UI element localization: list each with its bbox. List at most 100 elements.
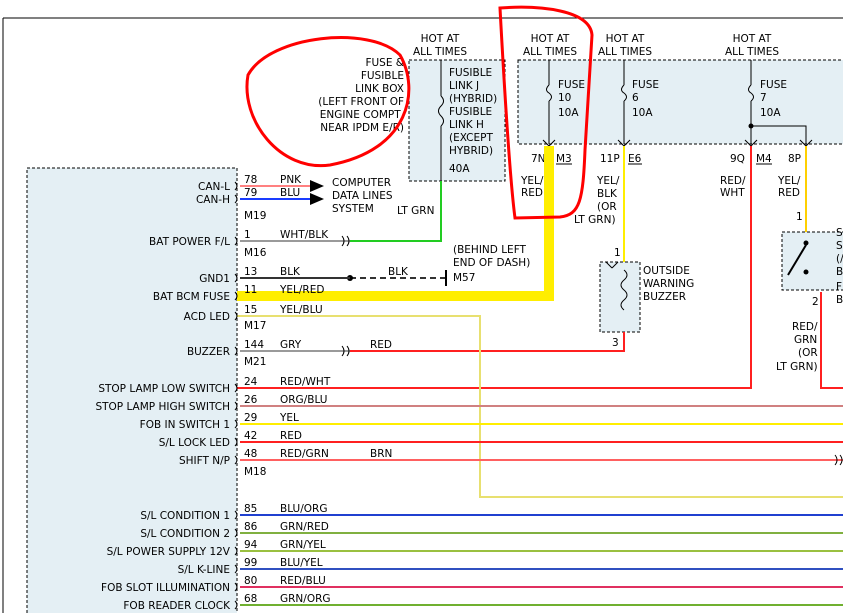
row-pin: 26 — [244, 394, 258, 406]
pin-chevron-icon — [234, 273, 238, 283]
hot-label-2a: HOT AT — [531, 33, 570, 45]
fuse-box-line-6: NEAR IPDM E/R) — [320, 122, 404, 134]
row-label: FOB IN SWITCH 1 — [140, 419, 230, 431]
row-wire2-label: BRN — [370, 448, 392, 460]
switch-letter-2: S — [836, 240, 843, 252]
switch-pin-top: 1 — [796, 211, 803, 223]
row-wire-label: YEL/BLU — [279, 304, 323, 316]
fusible-link-box — [408, 59, 506, 182]
row-wire-label: PNK — [280, 174, 302, 186]
row-label: S/L POWER SUPPLY 12V — [107, 546, 231, 558]
right-switch-box — [781, 231, 843, 291]
row-pin: 85 — [244, 503, 257, 515]
wire-break-icon — [341, 235, 350, 247]
wire-label-yel-blk-2: BLK — [597, 188, 618, 200]
pin-chevron-icon — [234, 311, 238, 321]
switch-letter-5: F — [836, 281, 842, 293]
behind-dash-1: (BEHIND LEFT — [453, 244, 527, 256]
row-pin: 68 — [244, 593, 257, 605]
can-l-arrow-icon — [310, 180, 324, 192]
row-label: BAT BCM FUSE — [153, 291, 230, 303]
row-wire-label: BLU/YEL — [280, 557, 323, 569]
pin-chevron-icon — [234, 600, 238, 610]
fuse7-icon — [748, 84, 754, 102]
wire-break-icon — [341, 345, 350, 357]
behind-dash-3: M57 — [453, 272, 475, 284]
pin-chevron-icon — [234, 546, 238, 556]
row-pin: 79 — [244, 187, 257, 199]
row-label: S/L LOCK LED — [159, 437, 230, 449]
connector-m19: M19 — [244, 210, 266, 222]
bcm-module-box — [26, 167, 238, 613]
row-wire2-label: RED — [370, 339, 392, 351]
row-pin: 24 — [244, 376, 258, 388]
fuse-box-line-4: (LEFT FRONT OF — [318, 96, 404, 108]
buzzer-pin1-icon — [605, 261, 619, 269]
annotation-circle-fuse-box — [245, 36, 411, 168]
pin-7n: 7N — [531, 153, 546, 165]
switch-letter-4: B — [836, 266, 843, 278]
buzzer-pin-bottom: 3 — [612, 337, 619, 349]
connector-m18: M18 — [244, 466, 266, 478]
fuse6-number: 6 — [632, 92, 639, 104]
fusible-link-text-5: LINK H — [449, 119, 484, 131]
row-label: STOP LAMP HIGH SWITCH — [95, 401, 230, 413]
switch-letter-3: (/ — [836, 253, 843, 265]
computer-data-line-2: DATA LINES — [332, 190, 393, 202]
row-wire2-label: BLK — [388, 266, 409, 278]
pin-chevron-icon — [234, 419, 238, 429]
hot-label-1b: ALL TIMES — [413, 46, 467, 58]
row-wire-label: RED — [280, 430, 302, 442]
row-label: CAN-L — [198, 181, 230, 193]
buzzer-label-2: WARNING — [643, 278, 694, 290]
wire-label-yel-blk-3: (OR — [597, 201, 617, 213]
hot-label-4b: ALL TIMES — [725, 46, 779, 58]
pin-chevron-icon — [234, 582, 238, 592]
row-pin: 86 — [244, 521, 258, 533]
row-wire-label: RED/BLU — [280, 575, 326, 587]
wire-label-yel-blk-1: YEL/ — [596, 175, 620, 187]
buzzer-pin-top: 1 — [614, 247, 621, 259]
buzzer-label-3: BUZZER — [643, 291, 686, 303]
fusible-link-text-7: HYBRID) — [449, 145, 493, 157]
switch-letter-6: B — [836, 294, 843, 306]
wire-label-yel-red-2: RED — [521, 187, 543, 199]
row-wire-label: GRN/YEL — [280, 539, 326, 551]
buzzer-label-1: OUTSIDE — [643, 265, 690, 277]
row-label: BUZZER — [187, 346, 230, 358]
row-wire-label: YEL — [279, 412, 299, 424]
row-pin: 78 — [244, 174, 257, 186]
row-wire-label: RED/GRN — [280, 448, 329, 460]
fuse-box-line-3: LINK BOX — [355, 83, 404, 95]
row-pin: 11 — [244, 284, 257, 296]
wire-label-red-wht-1: RED/ — [720, 175, 746, 187]
row-pin: 29 — [244, 412, 257, 424]
switch-wire-label-1: RED/ — [792, 321, 818, 333]
row-pin: 42 — [244, 430, 257, 442]
pin-chevron-icon — [234, 401, 238, 411]
fuse10-icon — [546, 84, 552, 102]
row-pin: 15 — [244, 304, 257, 316]
pin-chevron-icon — [234, 346, 238, 356]
switch-letter-1: S — [836, 227, 843, 239]
row-wire-label: GRY — [280, 339, 302, 351]
row-wire-label: YEL/RED — [279, 284, 324, 296]
fusible-link-text-2: LINK J — [449, 80, 479, 92]
bat-bcm-fuse-wire-highlight — [237, 146, 554, 301]
fuse7-rating: 10A — [760, 107, 781, 119]
wire-label-yel-blk-4: LT GRN) — [574, 214, 616, 226]
fusible-link-text-6: (EXCEPT — [449, 132, 493, 144]
row-label: FOB SLOT ILLUMINATION — [101, 582, 230, 594]
switch-pin-bottom: 2 — [812, 296, 819, 308]
row-pin: 80 — [244, 575, 257, 587]
row-label: BAT POWER F/L — [149, 236, 230, 248]
connector-m16: M16 — [244, 247, 267, 259]
fuse-box-line-2: FUSIBLE — [361, 70, 404, 82]
row-pin: 1 — [244, 229, 251, 241]
pin-9q: 9Q — [730, 153, 745, 165]
fusible-link-text-3: (HYBRID) — [449, 93, 497, 105]
row-wire-label: WHT/BLK — [280, 229, 329, 241]
switch-red-grn-wire — [820, 292, 843, 389]
switch-node-bottom — [803, 269, 809, 275]
fusible-link-icon — [438, 95, 444, 127]
